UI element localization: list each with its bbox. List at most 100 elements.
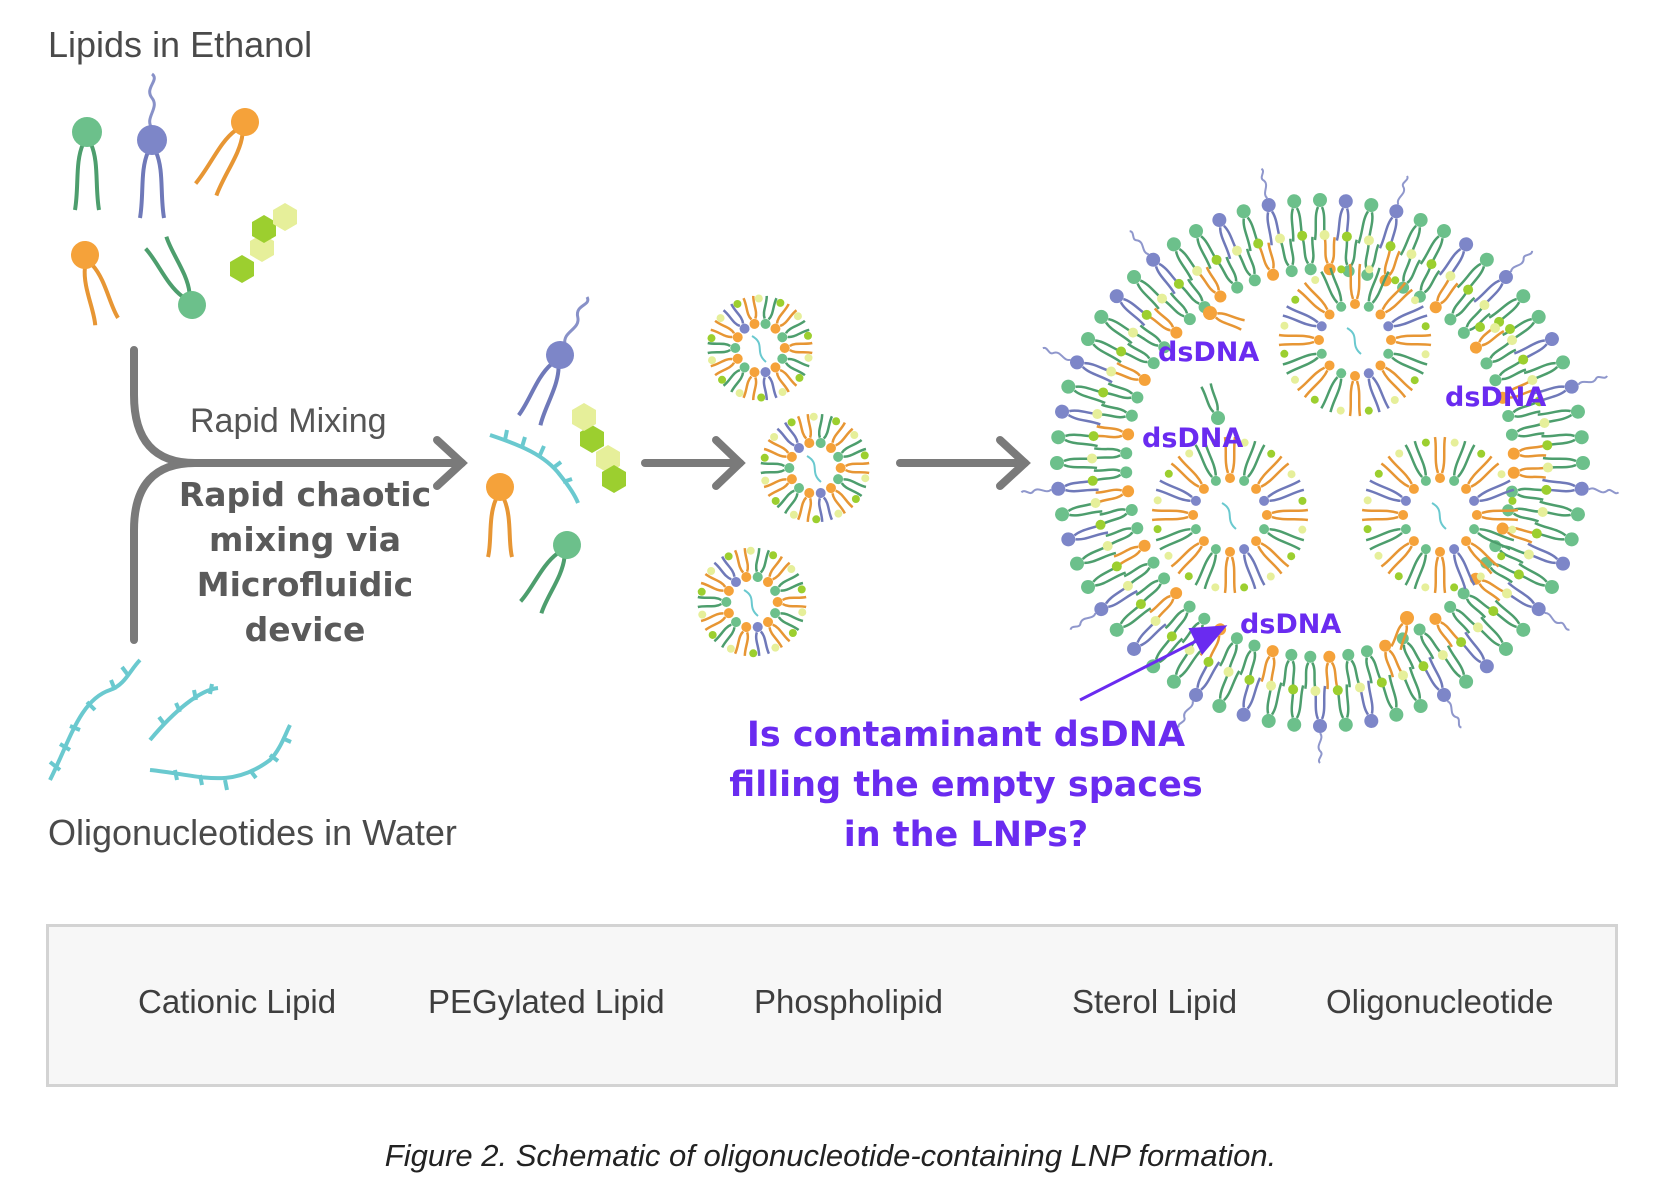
lipid-molecule bbox=[1396, 632, 1424, 670]
lipid-molecule bbox=[710, 353, 743, 377]
phospholipid-molecule bbox=[144, 236, 206, 319]
small-lnp bbox=[697, 546, 807, 658]
lipid-molecule bbox=[1449, 544, 1476, 590]
lipid-molecule bbox=[1239, 639, 1261, 678]
flow-arrow-2 bbox=[896, 436, 1031, 490]
lipid-molecule bbox=[1020, 478, 1099, 496]
lipid-molecule bbox=[1122, 342, 1160, 370]
dsdna-label: dsDNA bbox=[1240, 609, 1342, 640]
lipid-molecule bbox=[1473, 616, 1513, 656]
lipid-molecule bbox=[1105, 382, 1144, 404]
lipid-molecule bbox=[1155, 524, 1201, 551]
legend-box bbox=[46, 924, 1618, 1087]
lipid-molecule bbox=[713, 555, 742, 587]
lipid-molecule bbox=[1251, 536, 1290, 575]
lipid-molecule bbox=[707, 341, 741, 355]
mixed-components-group bbox=[486, 296, 626, 614]
lipid-molecule bbox=[1378, 175, 1409, 252]
lipid-molecule bbox=[1375, 360, 1414, 399]
lipid-molecule bbox=[1433, 436, 1447, 484]
lipid-molecule bbox=[1151, 508, 1199, 522]
lipid-molecule bbox=[1469, 524, 1515, 551]
lipid-molecule bbox=[1502, 581, 1570, 631]
lipid-molecule bbox=[1380, 455, 1419, 494]
lipid-molecule bbox=[752, 548, 771, 582]
lipid-molecule bbox=[1216, 256, 1244, 294]
lipid-molecule bbox=[1383, 348, 1428, 375]
lipid-molecule bbox=[752, 622, 771, 656]
lipid-molecule bbox=[733, 622, 752, 656]
lipid-molecule bbox=[1301, 236, 1317, 276]
mixing-channel bbox=[130, 346, 468, 644]
lipid-molecule bbox=[710, 319, 743, 343]
lipid-molecule bbox=[1194, 544, 1221, 590]
lipid-molecule bbox=[762, 617, 791, 649]
dsdna-label: dsDNA bbox=[1158, 337, 1260, 368]
lipid-molecule bbox=[1342, 648, 1361, 688]
lipid-molecule bbox=[1348, 263, 1362, 309]
lipid-molecule bbox=[1259, 524, 1305, 551]
lipid-molecule bbox=[1093, 466, 1133, 482]
lipid-molecule bbox=[760, 461, 795, 475]
lipid-molecule bbox=[762, 555, 791, 587]
lipid-molecule bbox=[1480, 556, 1518, 584]
lipid-molecule bbox=[1404, 440, 1431, 486]
pegylated-lipid-molecule bbox=[517, 296, 590, 426]
lipids-in-ethanol-title: Lipids in Ethanol bbox=[48, 24, 313, 65]
lipid-molecule bbox=[1296, 360, 1335, 399]
lipid-molecule bbox=[1239, 544, 1266, 590]
lipid-molecule bbox=[1363, 368, 1390, 413]
lipid-molecule bbox=[1335, 684, 1353, 732]
oligos-in-water-title: Oligonucleotides in Water bbox=[48, 812, 457, 853]
lipid-molecule bbox=[1236, 248, 1261, 287]
lipid-molecule bbox=[1095, 425, 1135, 441]
lipid-molecule bbox=[777, 319, 810, 343]
lipid-molecule bbox=[1361, 508, 1409, 522]
legend-label-phospholipid: Phospholipid bbox=[754, 983, 943, 1020]
lipid-molecule bbox=[1162, 292, 1196, 326]
lipid-molecule bbox=[1461, 536, 1500, 575]
lipid-molecule bbox=[1105, 522, 1144, 547]
lipid-molecule bbox=[1257, 242, 1280, 281]
lipid-molecule bbox=[1348, 371, 1362, 417]
lipid-molecule bbox=[770, 608, 804, 632]
cationic-lipid-molecule bbox=[71, 241, 120, 326]
lipid-molecule bbox=[722, 303, 750, 334]
lipid-molecule bbox=[1095, 485, 1135, 504]
lipid-molecule bbox=[697, 595, 732, 609]
legend-label-sterol: Sterol Lipid bbox=[1072, 983, 1238, 1020]
lipid-molecule bbox=[700, 572, 734, 596]
lipid-molecule bbox=[1383, 305, 1428, 332]
lipid-molecule bbox=[1363, 267, 1390, 312]
small-lnp bbox=[1361, 436, 1519, 594]
lipid-molecule bbox=[1113, 539, 1151, 567]
water-oligo-group bbox=[48, 658, 292, 791]
lipid-molecule bbox=[835, 461, 870, 475]
lipid-molecule bbox=[1261, 680, 1283, 728]
lipid-molecule bbox=[1282, 305, 1327, 332]
lipid-molecule bbox=[763, 474, 797, 498]
lipid-molecule bbox=[742, 295, 760, 329]
lipid-molecule bbox=[1296, 281, 1335, 320]
lipid-molecule bbox=[770, 362, 798, 393]
lipid-molecule bbox=[1496, 379, 1535, 404]
lipid-molecule bbox=[1541, 430, 1589, 448]
dsdna-label: dsDNA bbox=[1142, 423, 1244, 454]
lipid-molecule bbox=[1112, 361, 1151, 386]
sterol-lipid-molecule bbox=[572, 403, 626, 493]
lipid-molecule bbox=[833, 438, 867, 462]
contaminant-question: Is contaminant dsDNA filling the empty s… bbox=[729, 715, 1203, 855]
lipid-molecule bbox=[1042, 346, 1117, 384]
lipid-molecule bbox=[760, 367, 778, 401]
lipid-molecule bbox=[772, 595, 807, 609]
lipid-molecule bbox=[1155, 479, 1201, 506]
lipid-molecule bbox=[1541, 478, 1620, 496]
lipid-molecule bbox=[1199, 623, 1227, 661]
lipid-molecule bbox=[1461, 455, 1500, 494]
lipid-molecule bbox=[1323, 650, 1339, 690]
lipid-molecule bbox=[1505, 422, 1545, 441]
lipid-molecule bbox=[1278, 333, 1324, 347]
ethanol-lipid-group bbox=[71, 72, 297, 326]
legend-label-oligonucleotide: Oligonucleotide bbox=[1326, 983, 1554, 1020]
lipid-molecule bbox=[815, 488, 834, 522]
